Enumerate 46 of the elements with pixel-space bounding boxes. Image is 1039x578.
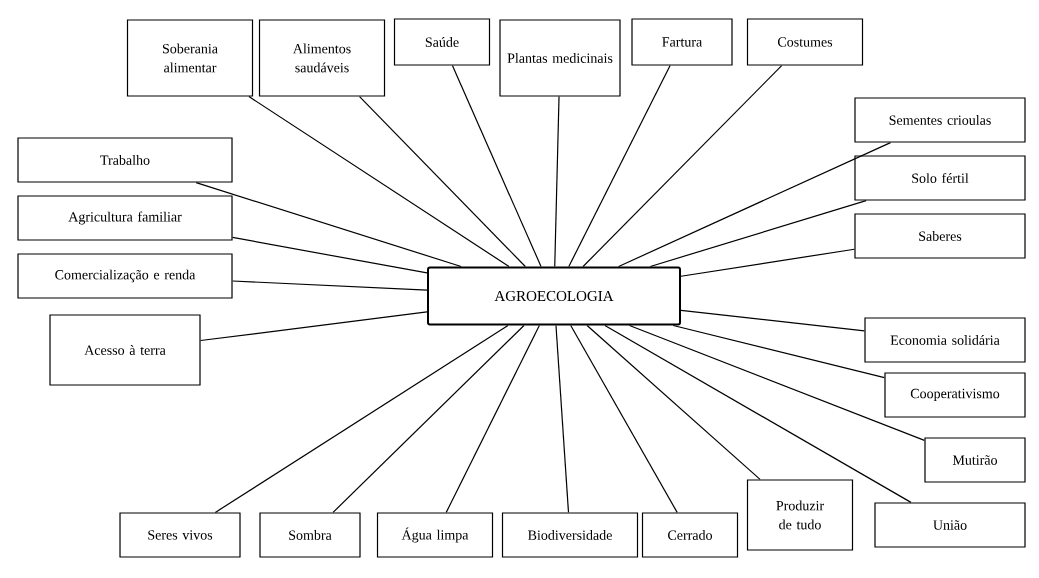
concept-box: Saúde <box>393 18 491 66</box>
connector-line <box>568 65 671 268</box>
concept-box: Sombra <box>259 512 361 558</box>
connector-line <box>358 96 526 268</box>
connector-line <box>586 324 761 480</box>
concept-box: Agricultura familiar <box>17 195 233 241</box>
connector-line <box>570 324 678 513</box>
connector-line <box>214 324 509 513</box>
concept-box: Produzir de tudo <box>746 479 854 551</box>
connector-line <box>604 324 912 503</box>
connector-line <box>200 311 428 342</box>
connector-line <box>680 309 865 332</box>
concept-box: Solo fértil <box>854 155 1026 201</box>
connector-line <box>672 324 885 379</box>
connector-line <box>232 236 428 274</box>
concept-box: Plantas medicinais <box>499 19 621 97</box>
concept-box: Biodiversidade <box>501 512 639 558</box>
connector-line <box>332 324 525 513</box>
concept-box: Acesso à terra <box>49 314 201 386</box>
concept-box: Mutirão <box>924 437 1026 483</box>
connector-line <box>618 142 892 268</box>
concept-box: Cerrado <box>641 512 739 558</box>
concept-box: Soberania alimentar <box>126 19 254 97</box>
connector-line <box>232 280 428 291</box>
concept-box: Água limpa <box>376 512 494 558</box>
concept-box: Economia solidária <box>864 317 1026 363</box>
concept-box: Cooperativismo <box>884 372 1026 418</box>
connector-line <box>248 96 510 268</box>
connector-line <box>445 324 540 513</box>
concept-box: Costumes <box>746 18 864 66</box>
connector-line <box>555 324 570 513</box>
concept-box: Trabalho <box>17 137 233 183</box>
concept-box: Comercialização e renda <box>17 253 233 299</box>
connector-line <box>649 200 867 268</box>
connector-line <box>628 324 925 441</box>
concept-box: Alimentos saudáveis <box>258 19 386 97</box>
connector-line <box>680 248 855 277</box>
concept-box: Fartura <box>631 18 733 66</box>
central-concept-box: AGROECOLOGIA <box>427 266 681 326</box>
concept-box: União <box>874 502 1026 548</box>
connector-line <box>554 96 560 268</box>
concept-box: Saberes <box>854 213 1026 259</box>
concept-box: Sementes crioulas <box>854 97 1026 143</box>
connector-line <box>451 65 542 268</box>
connector-line <box>582 65 783 268</box>
concept-box: Seres vivos <box>119 512 241 558</box>
